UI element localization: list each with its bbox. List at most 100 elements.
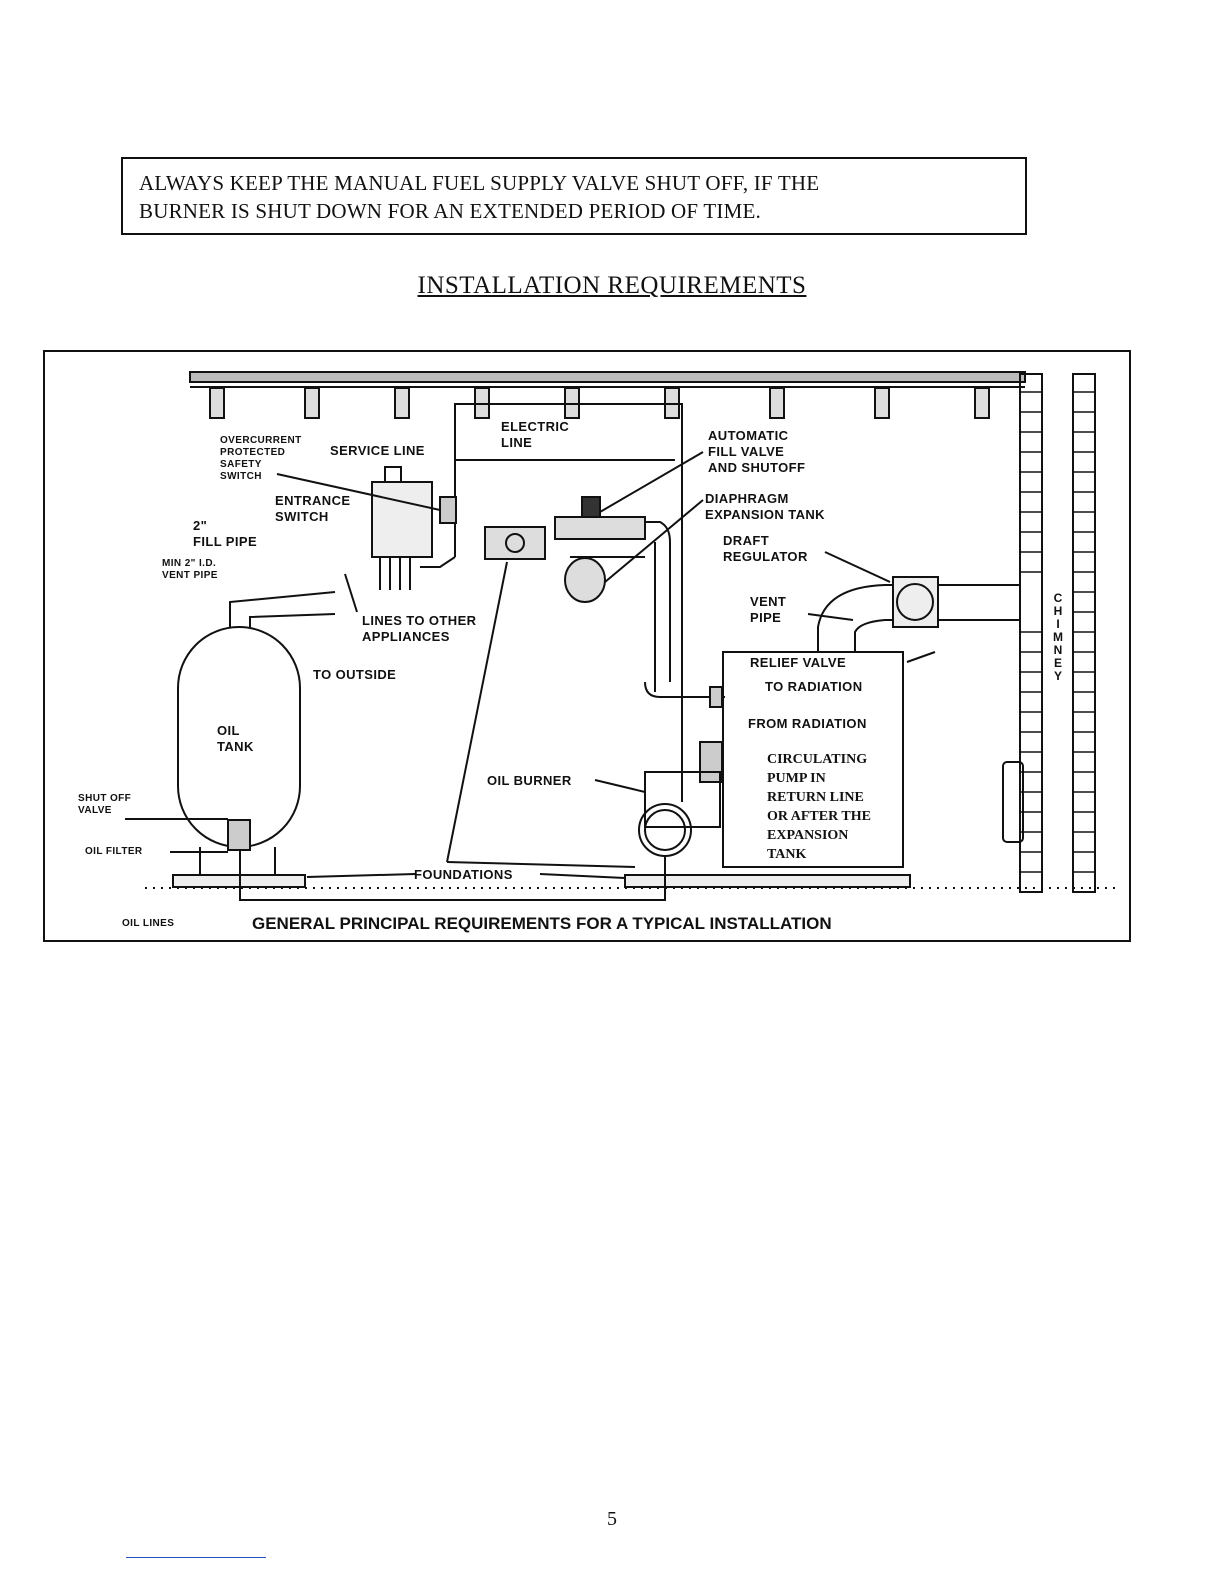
- overcurrent-switch: [439, 496, 457, 524]
- oil-burner: [638, 803, 692, 857]
- draft-regulator: [892, 576, 939, 628]
- diaphragm-line: EXPANSION TANK: [705, 507, 825, 522]
- diagram-drawing: [125, 371, 1120, 901]
- circulating-pump-line: PUMP IN: [767, 771, 826, 786]
- fill-pipe-line: 2": [193, 518, 208, 533]
- foundation-boiler: [624, 874, 911, 888]
- burner-housing: [644, 771, 721, 828]
- valve-cap: [581, 496, 601, 518]
- automatic-fill-line: AND SHUTOFF: [708, 460, 806, 475]
- overcurrent-line: PROTECTED: [220, 447, 286, 458]
- chimney-letter: Y: [1053, 669, 1062, 683]
- chimney-letter: C: [1053, 591, 1063, 605]
- lines-to-other-line: APPLIANCES: [362, 629, 450, 644]
- overcurrent-line: OVERCURRENT: [220, 435, 302, 446]
- oil-tank-line: OIL: [217, 723, 240, 738]
- diagram-caption: GENERAL PRINCIPAL REQUIREMENTS FOR A TYP…: [252, 914, 832, 933]
- joist-hanger: [874, 387, 890, 419]
- service-wire: [420, 556, 456, 568]
- min-vent-pipe-line: VENT PIPE: [162, 570, 218, 581]
- entrance-switch-line: SWITCH: [275, 509, 329, 524]
- electric-line-line: LINE: [501, 435, 533, 450]
- oil-tank-label: OIL TANK: [217, 723, 254, 755]
- to-radiation-pipe: [644, 681, 725, 698]
- service-line-label: SERVICE LINE: [330, 443, 425, 458]
- overcurrent-label: OVERCURRENT PROTECTED SAFETY SWITCH: [220, 435, 302, 483]
- fill-pipe-label: 2" FILL PIPE: [193, 518, 257, 550]
- min-vent-pipe-label: MIN 2" I.D. VENT PIPE: [162, 558, 218, 582]
- circulating-pump-line: EXPANSION: [767, 828, 849, 843]
- relief-valve-label: RELIEF VALVE: [750, 655, 847, 670]
- lines-to-other-line: LINES TO OTHER: [362, 613, 477, 628]
- electric-line: [454, 403, 683, 802]
- vent-pipe-line: PIPE: [750, 610, 782, 625]
- diaphragm-line: DIAPHRAGM: [705, 491, 789, 506]
- entrance-switch-box: [371, 481, 433, 558]
- chimney-letter: N: [1053, 643, 1063, 657]
- page-title: INSTALLATION REQUIREMENTS: [417, 272, 807, 299]
- lines-to-other-label: LINES TO OTHER APPLIANCES: [362, 613, 476, 645]
- page-number: 5: [607, 1508, 617, 1530]
- warning-box: ALWAYS KEEP THE MANUAL FUEL SUPPLY VALVE…: [121, 157, 1027, 235]
- oil-burner-arrow: [446, 561, 508, 863]
- chimney-wall-left: [1019, 373, 1043, 893]
- from-radiation-label: FROM RADIATION: [748, 716, 867, 731]
- circulating-pump-label: CIRCULATING PUMP IN RETURN LINE OR AFTER…: [767, 750, 871, 864]
- draft-regulator-line: DRAFT: [723, 533, 770, 548]
- vent-pipe-inner: [854, 619, 1020, 652]
- chimney-letter: E: [1053, 656, 1062, 670]
- fill-valve-body: [484, 526, 546, 560]
- shut-off-valve-label: SHUT OFF VALVE: [78, 793, 131, 817]
- oil-tank-line: TANK: [217, 739, 254, 754]
- vent-pipe-line: VENT: [750, 594, 787, 609]
- shut-off-valve-line: VALVE: [78, 805, 112, 816]
- oil-filter-label: OIL FILTER: [85, 846, 143, 857]
- automatic-fill-line: FILL VALVE: [708, 444, 785, 459]
- ceiling-beam: [189, 371, 1026, 383]
- installation-diagram: OVERCURRENT PROTECTED SAFETY SWITCH SERV…: [43, 350, 1131, 942]
- fill-pipe-line: FILL PIPE: [193, 534, 258, 549]
- chimney-wall-right: [1072, 373, 1096, 893]
- joist-hanger: [394, 387, 410, 419]
- valve-assembly: [554, 516, 646, 540]
- vent-pipe-outer: [817, 584, 1020, 652]
- overcurrent-line: SAFETY: [220, 459, 262, 470]
- oil-lines-label: OIL LINES: [122, 918, 175, 929]
- chimney-letter: I: [1056, 617, 1060, 631]
- vent-pipe-label: VENT PIPE: [750, 594, 786, 626]
- circulating-pump-line: OR AFTER THE: [767, 809, 871, 824]
- oil-burner-label: OIL BURNER: [487, 773, 572, 788]
- chimney-letter: M: [1053, 630, 1063, 644]
- automatic-fill-label: AUTOMATIC FILL VALVE AND SHUTOFF: [708, 428, 805, 476]
- fill-pipe: [229, 591, 336, 607]
- diaphragm-label: DIAPHRAGM EXPANSION TANK: [705, 491, 825, 523]
- switch-top: [384, 466, 402, 483]
- chimney-letter: H: [1053, 604, 1063, 618]
- draft-regulator-line: REGULATOR: [723, 549, 808, 564]
- shut-off-valve-line: SHUT OFF: [78, 793, 132, 804]
- joist-hanger: [974, 387, 990, 419]
- oil-filter: [227, 819, 251, 851]
- min-vent-pipe-line: MIN 2" I.D.: [162, 558, 217, 569]
- diaphragm-tank: [564, 557, 606, 603]
- electric-line-label: ELECTRIC LINE: [501, 419, 569, 451]
- chimney-cleanout: [1002, 761, 1024, 843]
- foundations-label: FOUNDATIONS: [414, 867, 513, 882]
- to-radiation-label: TO RADIATION: [765, 679, 863, 694]
- circulating-pump-line: RETURN LINE: [767, 790, 864, 805]
- footer-rule: [126, 1557, 266, 1558]
- joist-hanger: [209, 387, 225, 419]
- joist-hanger: [304, 387, 320, 419]
- draft-regulator-label: DRAFT REGULATOR: [723, 533, 808, 565]
- joist-hanger: [769, 387, 785, 419]
- entrance-switch-label: ENTRANCE SWITCH: [275, 493, 350, 525]
- to-outside-label: TO OUTSIDE: [313, 667, 397, 682]
- circulating-pump: [699, 741, 723, 783]
- electric-line-line: ELECTRIC: [501, 419, 570, 434]
- warning-line-2: BURNER IS SHUT DOWN FOR AN EXTENDED PERI…: [139, 199, 761, 223]
- automatic-fill-line: AUTOMATIC: [708, 428, 789, 443]
- entrance-switch-line: ENTRANCE: [275, 493, 351, 508]
- oil-line: [239, 850, 666, 901]
- circulating-pump-line: CIRCULATING: [767, 752, 868, 767]
- vent-pipe-tank: [249, 613, 336, 627]
